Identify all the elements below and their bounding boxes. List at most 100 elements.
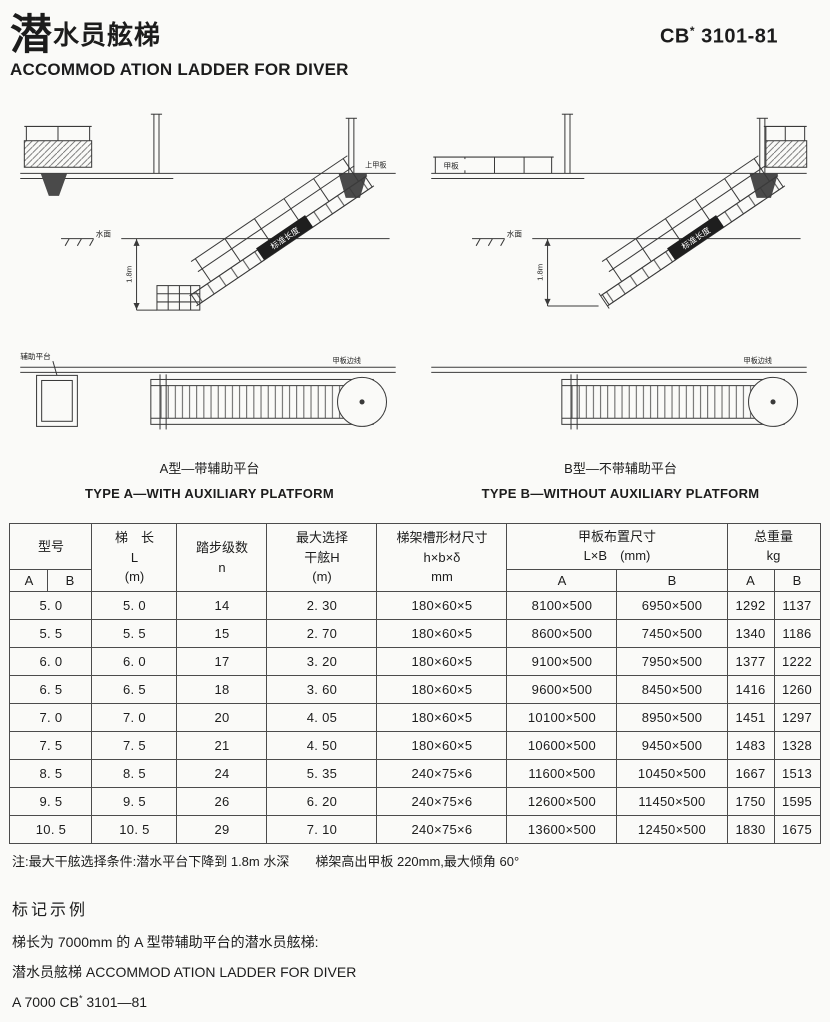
sub-header-deck-b: B [616,568,728,593]
marking-example-line2: 潜水员舷梯 ACCOMMOD ATION LADDER FOR DIVER [12,964,357,981]
table-cell: 1186 [773,619,821,649]
table-cell: 7. 5 [91,731,178,761]
col-header-channel-line3: mm [431,569,453,585]
table-cell: 15 [176,619,268,649]
table-cell: 9450×500 [616,731,728,761]
table-cell: 1260 [773,675,821,705]
sub-header-model-a: A [9,568,49,593]
col-header-weight: 总重量 kg [726,522,821,570]
table-cell: 9600×500 [506,675,618,705]
page-title-cn: 潜水员舷梯 [10,14,161,56]
table-cell: 8950×500 [616,703,728,733]
table-cell: 9. 5 [9,787,93,817]
col-header-deck: 甲板布置尺寸 L×B (mm) [506,522,728,570]
table-cell: 10. 5 [9,815,93,845]
table-cell: 1667 [726,759,775,789]
sub-header-weight-a: A [726,568,775,593]
deck-edge-label: 甲板边线 [743,356,772,365]
table-cell: 4. 50 [266,731,378,761]
aux-platform-label: 辅助平台 [20,351,51,361]
marking-example-line1: 梯长为 7000mm 的 A 型带辅助平台的潜水员舷梯: [12,934,319,951]
type-a-caption-cn: A型—带辅助平台 [159,460,260,476]
depth-dimension: 1.8m [124,238,157,311]
depth-label: 1.8m [124,266,133,283]
type-b-caption-en: TYPE B—WITHOUT AUXILIARY PLATFORM [481,485,760,501]
standard-prefix: CB [659,25,690,48]
table-cell: 21 [176,731,268,761]
deck-edge-label: 甲板边线 [332,356,361,365]
table-cell: 1675 [773,815,821,845]
table-cell: 10600×500 [506,731,618,761]
table-cell: 1451 [726,703,775,733]
table-cell: 9. 5 [91,787,178,817]
table-cell: 1292 [726,591,775,621]
table-cell: 1830 [726,815,775,845]
table-cell: 1137 [773,591,821,621]
table-cell: 8. 5 [9,759,93,789]
table-cell: 5. 35 [266,759,378,789]
marking-example: 标记示例 梯长为 7000mm 的 A 型带辅助平台的潜水员舷梯: 潜水员舷梯 … [12,896,818,1013]
water-surface-label: 水面 [507,229,523,239]
type-a-plan-view: 甲板边线 辅助平台 [20,351,396,430]
table-cell: 1595 [773,787,821,817]
table-cell: 5. 0 [9,591,93,621]
col-header-freeboard-line1: 最大选择 [295,530,348,546]
standard-star: * [689,24,696,38]
sub-header-model-b: B [47,568,93,593]
table-cell: 180×60×5 [376,703,508,733]
type-b-caption: B型—不带辅助平台 TYPE B—WITHOUT AUXILIARY PLATF… [419,458,822,501]
depth-label: 1.8m [535,264,544,281]
ladder-side: 标准长度 [189,155,375,307]
title-rest: 水员舷梯 [53,20,162,50]
type-a-drawing: 标准长度 [20,113,396,430]
type-b-drawing: 甲板 [431,113,808,430]
table-cell: 10. 5 [91,815,178,845]
col-header-length-line1: 梯 长 [114,530,154,546]
title-first-char: 潜 [10,11,54,58]
table-cell: 7. 5 [9,731,93,761]
table-cell: 2. 70 [266,619,378,649]
col-header-length-line3: (m) [124,569,145,585]
table-cell: 1297 [773,703,821,733]
table-cell: 180×60×5 [376,619,508,649]
page-header: 潜水员舷梯 CB* 3101-81 ACCOMMOD ATION LADDER … [0,0,830,80]
type-a-caption: A型—带辅助平台 TYPE A—WITH AUXILIARY PLATFORM [8,458,411,501]
col-header-deck-line2: L×B (mm) [583,548,651,564]
table-cell: 8. 5 [91,759,178,789]
sub-header-deck-a: A [506,568,618,593]
designation-number: 3101—81 [86,993,148,1010]
figure-type-b: 甲板 [419,104,822,501]
table-cell: 1328 [773,731,821,761]
table-cell: 7. 10 [266,815,378,845]
col-header-length: 梯 长 L (m) [91,522,178,593]
table-cell: 1222 [773,647,821,677]
table-cell: 1340 [726,619,775,649]
table-cell: 6. 5 [91,675,178,705]
figure-type-a: 标准长度 [8,104,411,501]
type-a-side-view: 标准长度 [20,113,396,311]
col-header-freeboard: 最大选择 干舷H (m) [266,522,378,593]
table-cell: 180×60×5 [376,731,508,761]
table-cell: 3. 60 [266,675,378,705]
figures-section: 标准长度 [0,104,830,501]
table-cell: 18 [176,675,268,705]
table-cell: 7. 0 [91,703,178,733]
type-b-side-view: 甲板 [431,113,808,309]
standard-digits: 3101-81 [701,25,778,48]
col-header-channel: 梯架槽形材尺寸 h×b×δ mm [376,522,508,593]
table-header-row-1: 型号 梯 长 L (m) 踏步级数 n 最大选择 干舷H (m) 梯架槽形材尺寸 [9,522,821,593]
water-surface-label: 水面 [96,229,112,239]
table-cell: 6. 5 [9,675,93,705]
sub-header-weight-b: B [773,568,821,593]
table-cell: 29 [176,815,268,845]
aux-platform-side [156,285,201,311]
designation-star: * [78,993,83,1004]
table-note: 注:最大干舷选择条件:潜水平台下降到 1.8m 水深 梯架高出甲板 220mm,… [12,854,520,870]
type-b-caption-cn: B型—不带辅助平台 [564,460,677,476]
table-cell: 7450×500 [616,619,728,649]
deck-label: 甲板 [443,160,459,170]
